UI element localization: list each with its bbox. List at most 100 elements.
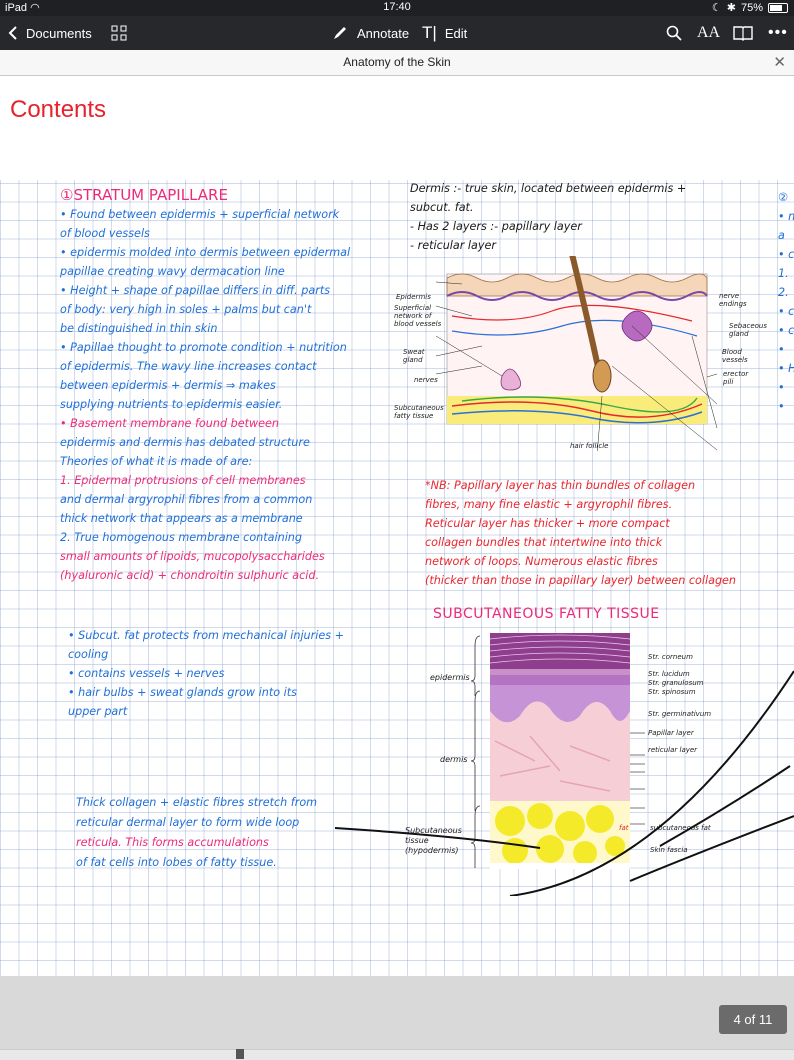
dermis-notes-line: Dermis :- true skin, located between epi… [410,182,687,195]
left-notes-line: (hyaluronic acid) + chondroitin sulphuri… [60,569,320,582]
status-device: iPad ◠ [5,2,40,14]
layers-label-papillar: Papillar layer [648,729,694,737]
right-edge-line: • [778,381,785,394]
left-notes-line: ①STRATUM PAPILLARE [60,186,228,204]
left-notes-line: papillae creating wavy dermacation line [60,265,285,278]
dermis-notes-line: - Has 2 layers :- papillary layer [410,220,582,233]
left-notes-line: epidermis and dermis has debated structu… [60,436,310,449]
document-title-bar: Anatomy of the Skin ✕ [0,50,794,76]
annotate-button[interactable]: Annotate [332,16,409,50]
right-edge-line: a [778,229,785,242]
layers-label-epidermis: epidermis [430,673,470,682]
subcut-notes-line: upper part [68,705,128,718]
subcut-notes-line: • Subcut. fat protects from mechanical i… [68,629,344,642]
left-notes-line: • Basement membrane found between [60,417,279,430]
search-icon [666,25,682,41]
document-page: Contents ①STRATUM PAPILLARE • Found betwe… [0,76,794,976]
reader-view-button[interactable] [733,16,753,50]
left-notes-line: of epidermis. The wavy line increases co… [60,360,317,373]
left-notes-line: and dermal argyrophil fibres from a comm… [60,493,313,506]
moon-icon: ☾ [711,2,722,14]
layers-label-germinativum: Str. germinativum [648,710,712,718]
subcut-notes-line: • contains vessels + nerves [68,667,225,680]
left-notes-line: 2. True homogenous membrane containing [60,531,302,544]
layers-label-subcut-fat: subcutaneous fat [650,824,711,832]
nb-notes-line: fibres, many fine elastic + argyrophil f… [425,498,673,511]
left-notes-line: small amounts of lipoids, mucopolysaccha… [60,550,325,563]
page-strip-area [0,976,794,1059]
left-notes-line: • Height + shape of papillae differs in … [60,284,331,297]
left-notes-line: • Papillae thought to promote condition … [60,341,347,354]
left-notes-line: of body: very high in soles + palms but … [60,303,312,316]
diagram-label-nerve-endings: nerve endings [719,292,747,308]
page-scrubber-thumb[interactable] [236,1049,244,1059]
close-icon[interactable]: ✕ [773,54,786,71]
battery-percent: 75% [740,1,763,14]
page-header-area [0,76,794,180]
layers-label-reticular: reticular layer [648,746,698,754]
status-right: ☾ ✱ 75% [712,1,788,14]
dermis-notes-line: subcut. fat. [410,201,474,214]
page-indicator[interactable]: 4 of 11 [719,1005,787,1034]
edit-button[interactable]: T| Edit [422,16,467,50]
diagram-label-subcutaneous: Subcutaneous fatty tissue [394,404,444,420]
grid-icon [111,25,127,41]
nb-notes-line: *NB: Papillary layer has thin bundles of… [425,479,696,492]
right-edge-line: • [778,400,785,413]
diagram-label-hair-follicle: hair follicle [570,442,609,450]
edit-label: Edit [444,25,468,41]
dermis-notes-line: - reticular layer [410,239,496,252]
diagram-label-epidermis: Epidermis [396,293,431,301]
left-notes-line: • epidermis molded into dermis between e… [60,246,351,259]
text-size-button[interactable]: AA [697,16,720,50]
page-heading: Contents [10,96,107,123]
diagram-label-blood-vessels: Blood vessels [722,348,748,364]
subcut-notes-line: cooling [68,648,109,661]
toolbar: Documents Annotate T| Edit AA ••• [0,16,794,50]
diagram-label-sebaceous: Sebaceous gland [729,322,768,338]
text-size-icon: AA [697,24,721,41]
layers-label-fascia: Skin fascia [650,846,688,854]
layers-label-corneum: Str. corneum [648,653,693,661]
more-button[interactable]: ••• [768,16,788,50]
left-notes-line: of blood vessels [60,227,150,240]
layers-label-granulosum: Str. granulosum [648,679,704,687]
left-notes-line: supplying nutrients to epidermis easier. [60,398,283,411]
right-edge-line: 1. [778,267,789,280]
layers-label-subcut: Subcutaneous tissue (hypodermis) [405,826,462,855]
nb-notes-line: network of loops. Numerous elastic fibre… [425,555,658,568]
annotate-label: Annotate [357,25,410,41]
right-edge-line: 2. [778,286,789,299]
right-edge-line: • co [778,248,794,261]
search-button[interactable] [666,16,682,50]
diagram-label-sweat-gland: Sweat gland [403,348,425,364]
layers-label-spinosum: Str. spinosum [648,688,696,696]
wifi-icon: ◠ [30,2,40,14]
right-edge-line: • c [778,305,794,318]
subcut-heading: SUBCUTANEOUS FATTY TISSUE [433,606,660,622]
collagen-notes-line: reticula. This forms accumulations [76,836,269,849]
annotation-arrows [334,670,794,896]
left-notes-line: be distinguished in thin skin [60,322,218,335]
page-scrubber[interactable] [0,1049,794,1060]
layers-label-dermis: dermis [440,755,468,764]
left-notes-line: between epidermis + dermis ⇒ makes [60,379,276,392]
document-title: Anatomy of the Skin [343,55,451,69]
layers-label-fat-marker: fat [619,824,629,832]
bluetooth-icon: ✱ [726,2,736,14]
skin-cross-section-diagram [435,256,718,451]
left-notes-line: thick network that appears as a membrane [60,512,303,525]
collagen-notes-line: reticular dermal layer to form wide loop [76,816,300,829]
back-button[interactable]: Documents [8,16,92,50]
right-edge-line: • c [778,324,794,337]
right-edge-line: • [778,343,785,356]
nb-notes-line: (thicker than those in papillary layer) … [425,574,737,587]
chevron-left-icon [8,26,17,40]
text-cursor-icon: T| [422,23,437,42]
left-notes-line: • Found between epidermis + superficial … [60,208,340,221]
right-edge-line: ② [778,191,789,204]
nb-notes-line: Reticular layer has thicker + more compa… [425,517,670,530]
grid-view-button[interactable] [111,16,127,50]
right-edge-line: • n [778,210,794,223]
book-icon [733,26,753,41]
